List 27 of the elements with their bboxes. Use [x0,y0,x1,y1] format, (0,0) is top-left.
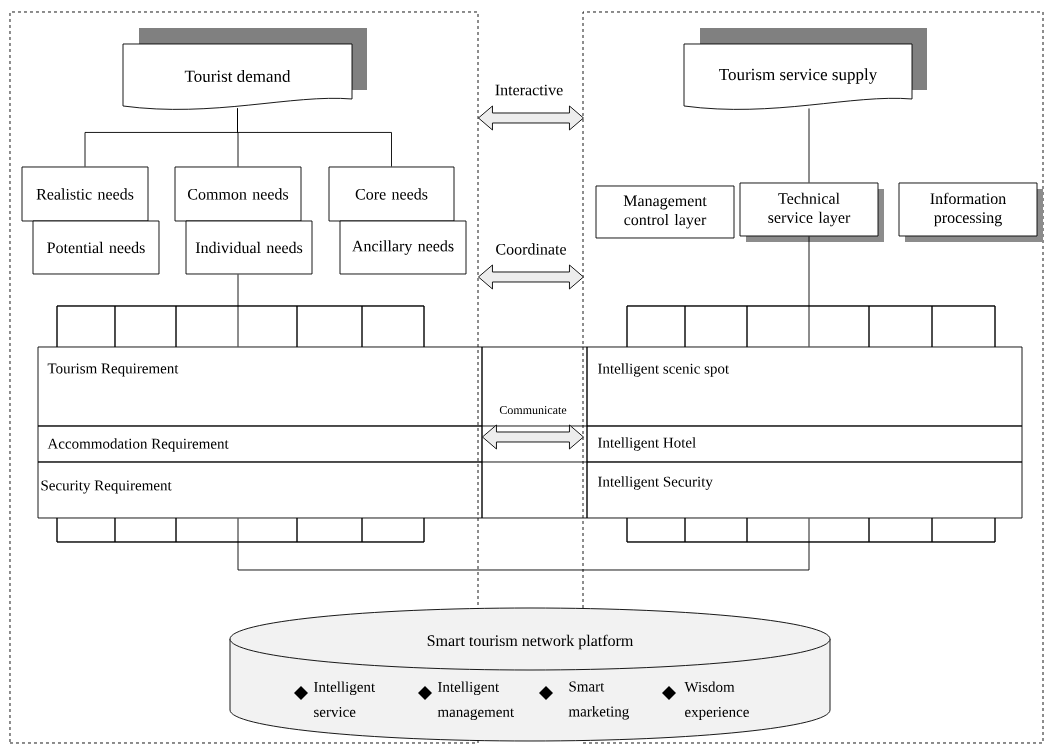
box: Information processing [898,182,1043,242]
comb-connector [56,274,425,348]
edge-label: Interactive [493,83,565,97]
bracket-connector [56,517,996,571]
box: Common needs [174,166,302,222]
table-cell: Intelligent scenic spot [586,346,1023,427]
box: Ancillary needs [339,220,467,275]
edge-label: Communicate [498,404,568,416]
box: Technical service layer [739,182,884,242]
box: Core needs [328,166,455,222]
box: Realistic needs [21,166,149,222]
block-arrow [478,264,584,290]
table-cell: Intelligent Security [586,461,1023,519]
block-arrow [482,424,584,450]
edge-label: Coordinate [494,242,568,256]
table-cell: Tourism Requirement [37,346,483,427]
table-cell: Security Requirement [37,461,483,519]
box: Potential needs [32,220,160,275]
connector-line [808,108,810,183]
connector-line [237,108,392,167]
comb-connector [626,236,996,348]
table-cell: Accommodation Requirement [37,425,483,463]
cylinder: Smart tourism network platform Intelligent service Intelligent management Smart marketing Wisdom experience [229,607,831,742]
box: Management control layer [595,185,735,239]
box: Individual needs [185,220,313,275]
table-cell: Intelligent Hotel [586,425,1023,463]
block-arrow [478,105,584,131]
